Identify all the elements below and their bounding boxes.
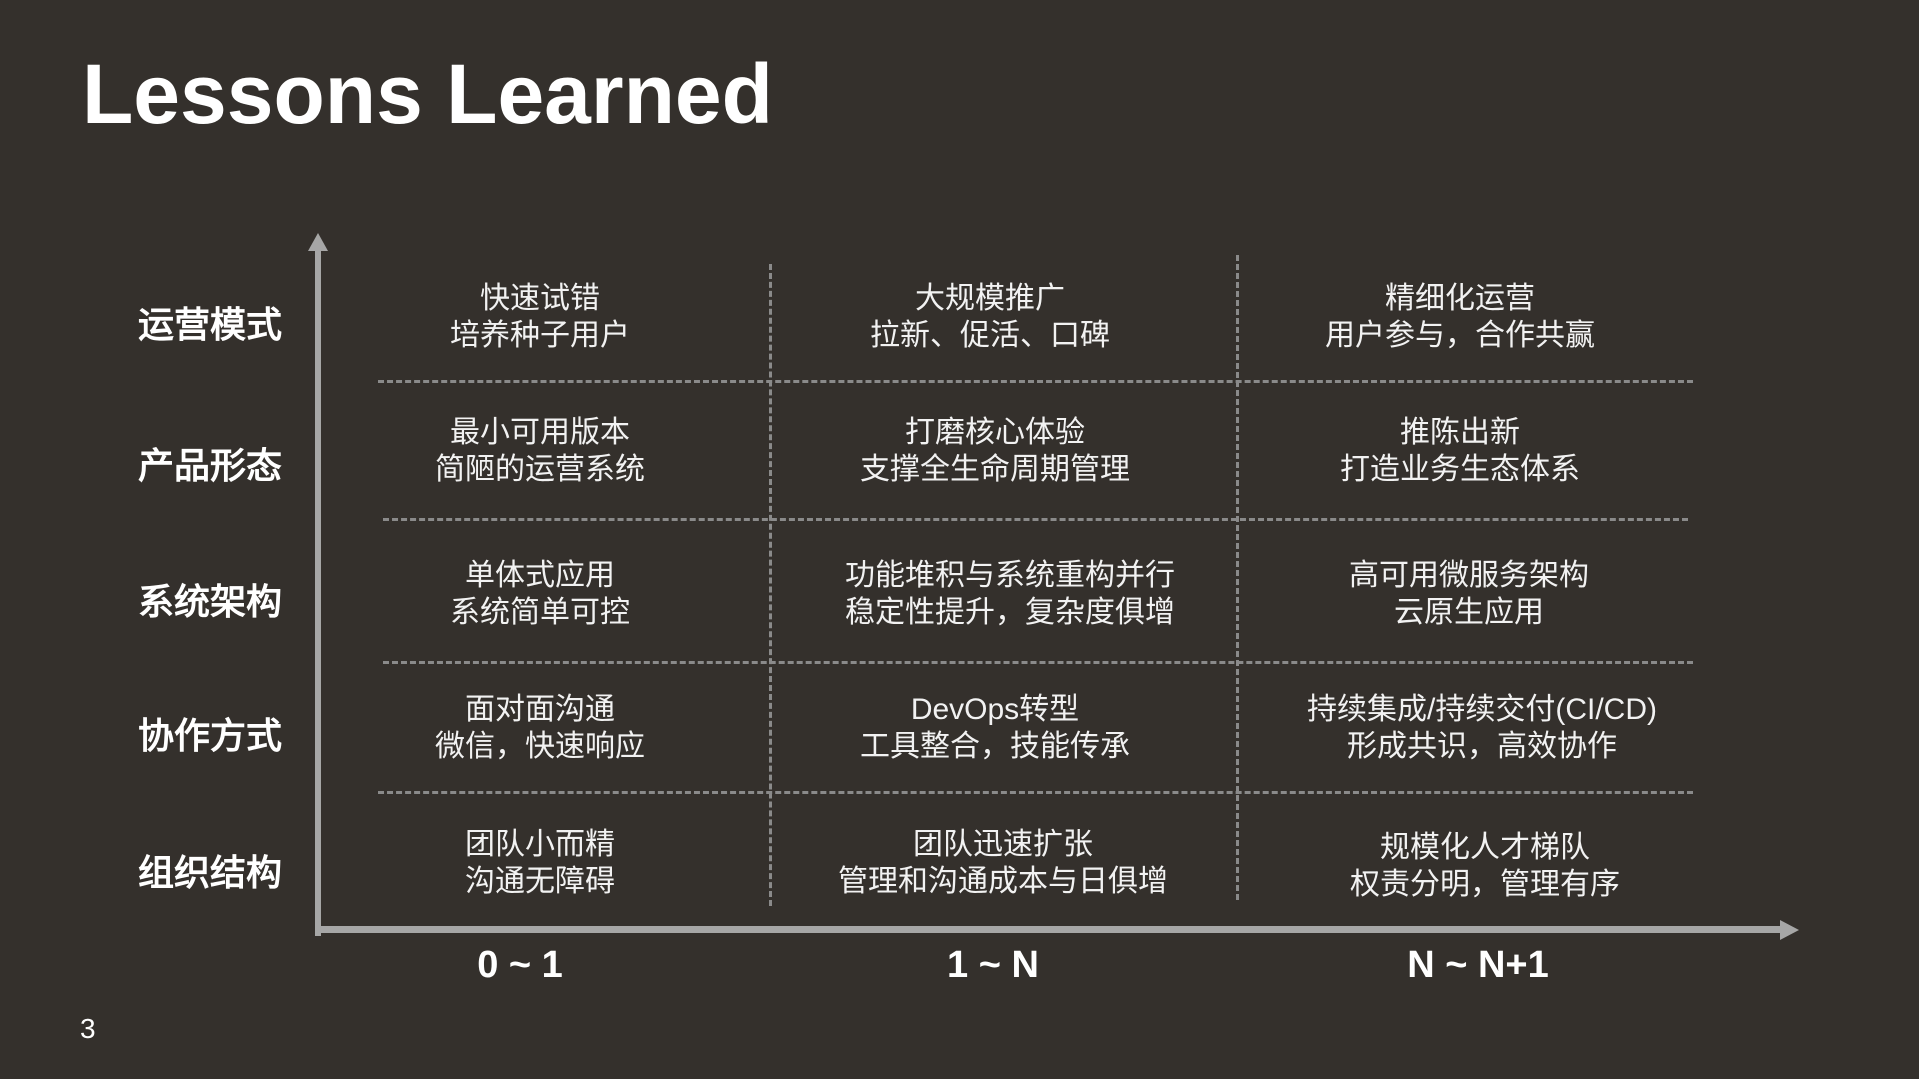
- cell: 最小可用版本 简陋的运营系统: [390, 414, 690, 488]
- cell-line: 简陋的运营系统: [435, 453, 645, 486]
- row-label-organization: 组织结构: [138, 852, 283, 893]
- column-label-0-1: 0 ~ 1: [477, 944, 563, 986]
- cell-line: 精细化运营: [1385, 282, 1535, 315]
- cell-line: 最小可用版本: [450, 416, 630, 449]
- cell: 单体式应用 系统简单可控: [390, 557, 690, 631]
- row-divider: [378, 380, 1693, 383]
- cell-line: 打磨核心体验: [905, 416, 1085, 449]
- row-label-operations: 运营模式: [138, 304, 283, 345]
- cell-line: 微信，快速响应: [435, 730, 645, 763]
- cell-line: 用户参与，合作共赢: [1325, 319, 1595, 352]
- column-divider: [769, 264, 772, 906]
- cell: 快速试错 培养种子用户: [390, 280, 690, 354]
- cell: 团队迅速扩张 管理和沟通成本与日俱增: [803, 826, 1203, 900]
- cell: 大规模推广 拉新、促活、口碑: [790, 280, 1190, 354]
- cell-line: 云原生应用: [1394, 596, 1544, 629]
- page-number: 3: [80, 1013, 96, 1044]
- cell-line: 形成共识，高效协作: [1347, 730, 1617, 763]
- cell: 持续集成/持续交付(CI/CD) 形成共识，高效协作: [1262, 691, 1702, 765]
- column-divider: [1236, 255, 1239, 900]
- cell-line: 拉新、促活、口碑: [870, 319, 1110, 352]
- cell-line: 快速试错: [480, 282, 600, 315]
- cell: 团队小而精 沟通无障碍: [390, 826, 690, 900]
- slide-title: Lessons Learned: [82, 47, 773, 141]
- cell: 规模化人才梯队 权责分明，管理有序: [1285, 829, 1685, 903]
- row-divider: [378, 791, 1693, 794]
- column-label-1-n: 1 ~ N: [947, 944, 1039, 986]
- x-axis-arrow-icon: [1780, 920, 1799, 940]
- cell-line: 面对面沟通: [465, 693, 615, 726]
- cell-line: 推陈出新: [1400, 416, 1520, 449]
- cell: 高可用微服务架构 云原生应用: [1269, 557, 1669, 631]
- cell-line: DevOps转型: [910, 693, 1080, 726]
- cell-line: 支撑全生命周期管理: [860, 453, 1130, 486]
- cell-line: 单体式应用: [465, 559, 615, 592]
- cell-line: 工具整合，技能传承: [860, 730, 1130, 763]
- cell: 面对面沟通 微信，快速响应: [390, 691, 690, 765]
- row-label-architecture: 系统架构: [138, 581, 283, 622]
- cell-line: 持续集成/持续交付(CI/CD): [1307, 693, 1657, 726]
- cell-line: 稳定性提升，复杂度俱增: [845, 596, 1175, 629]
- cell: DevOps转型 工具整合，技能传承: [795, 691, 1195, 765]
- cell: 功能堆积与系统重构并行 稳定性提升，复杂度俱增: [800, 557, 1220, 631]
- row-divider: [383, 661, 1693, 664]
- cell-line: 团队迅速扩张: [913, 828, 1093, 861]
- cell: 推陈出新 打造业务生态体系: [1260, 414, 1660, 488]
- y-axis-arrow-icon: [308, 233, 328, 251]
- cell-line: 打造业务生态体系: [1340, 453, 1580, 486]
- column-label-n-n1: N ~ N+1: [1407, 944, 1549, 986]
- cell-line: 功能堆积与系统重构并行: [845, 559, 1175, 592]
- cell-line: 大规模推广: [915, 282, 1065, 315]
- cell: 打磨核心体验 支撑全生命周期管理: [795, 414, 1195, 488]
- cell: 精细化运营 用户参与，合作共赢: [1260, 280, 1660, 354]
- cell-line: 高可用微服务架构: [1349, 559, 1589, 592]
- cell-line: 团队小而精: [465, 828, 615, 861]
- cell-line: 系统简单可控: [450, 596, 630, 629]
- row-divider: [383, 518, 1688, 521]
- cell-line: 培养种子用户: [450, 319, 630, 352]
- row-label-collaboration: 协作方式: [138, 715, 283, 756]
- cell-line: 权责分明，管理有序: [1350, 868, 1620, 901]
- y-axis: [315, 250, 321, 936]
- cell-line: 管理和沟通成本与日俱增: [838, 865, 1168, 898]
- row-label-product: 产品形态: [138, 445, 283, 486]
- cell-line: 沟通无障碍: [465, 865, 615, 898]
- x-axis: [315, 926, 1781, 933]
- cell-line: 规模化人才梯队: [1380, 831, 1590, 864]
